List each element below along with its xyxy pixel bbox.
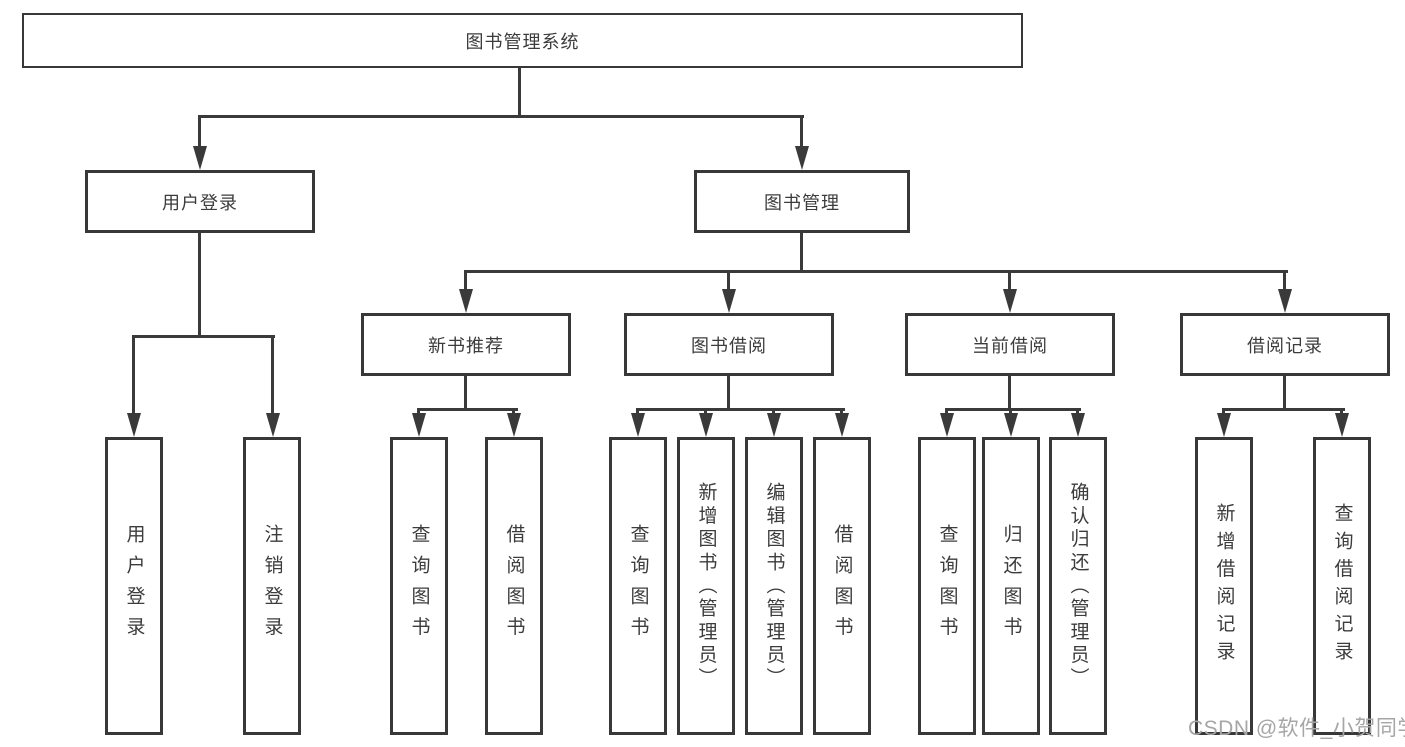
leaf-bb-query-books-label: 查询图书 — [627, 524, 649, 648]
connector-line — [704, 408, 707, 417]
node-book-management: 图书管理 — [694, 170, 910, 233]
connector-line — [1008, 376, 1011, 411]
connector-line — [464, 270, 1288, 273]
leaf-cb-query-books: 查询图书 — [918, 437, 976, 735]
node-book-borrow: 图书借阅 — [624, 313, 834, 376]
arrow-down-icon — [699, 413, 713, 437]
leaf-bb-edit-books-admin: 编辑图书（管理员） — [745, 437, 803, 735]
leaf-user-login: 用户登录 — [105, 437, 163, 735]
arrow-down-icon — [193, 146, 207, 170]
leaf-nbr-query-books: 查询图书 — [390, 437, 448, 735]
leaf-nbr-borrow-books-label: 借阅图书 — [503, 524, 525, 648]
leaf-bb-query-books: 查询图书 — [609, 437, 667, 735]
connector-line — [945, 408, 1081, 411]
connector-line — [132, 335, 135, 415]
connector-line — [198, 233, 201, 338]
leaf-cb-query-books-label: 查询图书 — [936, 524, 958, 648]
arrow-down-icon — [127, 413, 141, 437]
arrow-down-icon — [631, 413, 645, 437]
arrow-down-icon — [1071, 413, 1085, 437]
leaf-br-query-record-label: 查询借阅记录 — [1331, 503, 1353, 669]
node-current-borrow-label: 当前借阅 — [972, 335, 1048, 356]
connector-line — [840, 408, 843, 417]
leaf-nbr-borrow-books: 借阅图书 — [485, 437, 543, 735]
node-current-borrow: 当前借阅 — [905, 313, 1115, 376]
arrow-down-icon — [940, 413, 954, 437]
arrow-down-icon — [266, 413, 280, 437]
node-new-book-recommend: 新书推荐 — [361, 313, 571, 376]
leaf-bb-borrow-books: 借阅图书 — [813, 437, 871, 735]
connector-line — [417, 408, 420, 417]
leaf-logout-label: 注销登录 — [261, 524, 283, 648]
leaf-br-add-record: 新增借阅记录 — [1195, 437, 1253, 735]
node-new-book-recommend-label: 新书推荐 — [428, 335, 504, 356]
arrow-down-icon — [412, 413, 426, 437]
connector-line — [800, 233, 803, 273]
arrow-down-icon — [835, 413, 849, 437]
node-book-management-label: 图书管理 — [764, 192, 840, 213]
connector-line — [1340, 408, 1343, 417]
leaf-br-query-record: 查询借阅记录 — [1313, 437, 1371, 735]
connector-line — [772, 408, 775, 417]
leaf-cb-confirm-return-admin-label: 确认归还（管理员） — [1067, 481, 1089, 691]
leaf-logout: 注销登录 — [243, 437, 301, 735]
node-borrow-record-label: 借阅记录 — [1247, 335, 1323, 356]
node-root-label: 图书管理系统 — [465, 31, 580, 52]
leaf-cb-confirm-return-admin: 确认归还（管理员） — [1049, 437, 1107, 735]
connector-line — [945, 408, 948, 417]
connector-line — [636, 408, 639, 417]
connector-line — [636, 408, 845, 411]
arrow-down-icon — [1278, 289, 1292, 313]
leaf-cb-return-books-label: 归还图书 — [1000, 524, 1022, 648]
connector-line — [1009, 408, 1012, 417]
connector-line — [1283, 270, 1286, 292]
connector-line — [464, 376, 467, 411]
csdn-watermark: CSDN @软件_小贺同学 — [1188, 717, 1405, 740]
node-root: 图书管理系统 — [22, 13, 1023, 68]
connector-line — [1283, 376, 1286, 411]
arrow-down-icon — [795, 146, 809, 170]
connector-line — [271, 335, 274, 415]
connector-line — [1076, 408, 1079, 417]
leaf-user-login-label: 用户登录 — [123, 524, 145, 648]
arrow-down-icon — [1217, 413, 1231, 437]
node-user-login-label: 用户登录 — [162, 192, 238, 213]
connector-line — [727, 376, 730, 411]
node-user-login: 用户登录 — [85, 170, 315, 233]
leaf-br-add-record-label: 新增借阅记录 — [1213, 503, 1235, 669]
connector-line — [198, 115, 804, 118]
connector-line — [1222, 408, 1225, 417]
connector-line — [727, 270, 730, 292]
leaf-bb-edit-books-admin-label: 编辑图书（管理员） — [763, 481, 785, 691]
connector-line — [132, 335, 275, 338]
connector-line — [1222, 408, 1345, 411]
arrow-down-icon — [1004, 413, 1018, 437]
arrow-down-icon — [1003, 289, 1017, 313]
connector-line — [464, 270, 467, 292]
arrow-down-icon — [459, 289, 473, 313]
connector-line — [518, 68, 521, 118]
node-borrow-record: 借阅记录 — [1180, 313, 1390, 376]
arrow-down-icon — [767, 413, 781, 437]
arrow-down-icon — [722, 289, 736, 313]
node-book-borrow-label: 图书借阅 — [691, 335, 767, 356]
leaf-bb-borrow-books-label: 借阅图书 — [831, 524, 853, 648]
connector-line — [1008, 270, 1011, 292]
leaf-bb-add-books-admin: 新增图书（管理员） — [677, 437, 735, 735]
connector-line — [800, 115, 803, 151]
connector-line — [417, 408, 518, 411]
connector-line — [198, 115, 201, 151]
leaf-cb-return-books: 归还图书 — [982, 437, 1040, 735]
leaf-bb-add-books-admin-label: 新增图书（管理员） — [695, 481, 717, 691]
arrow-down-icon — [507, 413, 521, 437]
arrow-down-icon — [1335, 413, 1349, 437]
connector-line — [512, 408, 515, 417]
leaf-nbr-query-books-label: 查询图书 — [408, 524, 430, 648]
